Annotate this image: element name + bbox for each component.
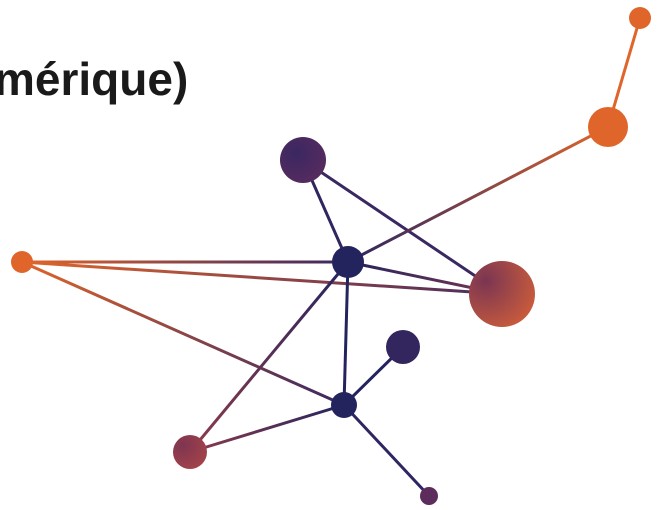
edge xyxy=(342,403,431,498)
node-top-right xyxy=(588,107,628,147)
node-lower-hub xyxy=(331,392,357,418)
node-right-small xyxy=(386,330,420,364)
edge xyxy=(189,403,345,454)
node-large xyxy=(469,261,535,327)
edge xyxy=(21,260,503,296)
node-left-orange xyxy=(11,251,33,273)
node-bottom-small xyxy=(420,487,438,505)
node-lower-left xyxy=(173,435,207,469)
edge xyxy=(347,125,609,264)
edge xyxy=(188,261,350,453)
node-top-purple xyxy=(280,137,326,183)
edge xyxy=(342,261,350,406)
slide-title-fragment: mérique) xyxy=(0,53,189,105)
edge xyxy=(302,158,503,296)
node-top-right-small xyxy=(629,7,651,29)
node-hub xyxy=(332,246,364,278)
edge xyxy=(21,260,345,407)
